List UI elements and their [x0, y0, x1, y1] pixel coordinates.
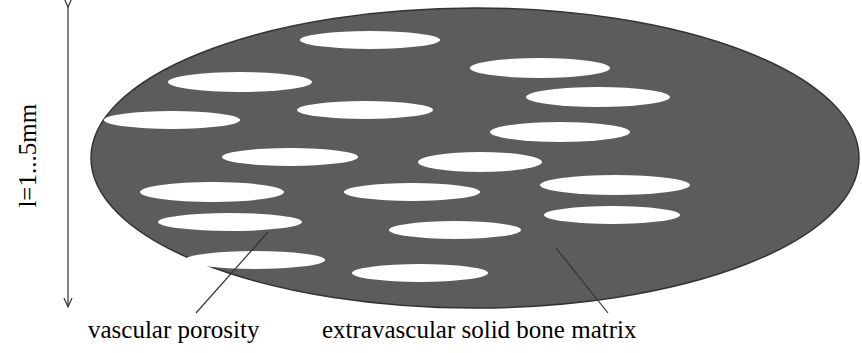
dimension-label: l=1...5mm: [14, 104, 42, 208]
leader-line: [196, 232, 268, 313]
part-label: vascular porosity: [88, 316, 259, 344]
vascular-pores: [104, 31, 690, 282]
dimension-arrow: [67, 6, 68, 306]
part-label: extravascular solid bone matrix: [322, 316, 636, 344]
leader-line: [556, 248, 608, 313]
bone-matrix: [91, 8, 859, 308]
